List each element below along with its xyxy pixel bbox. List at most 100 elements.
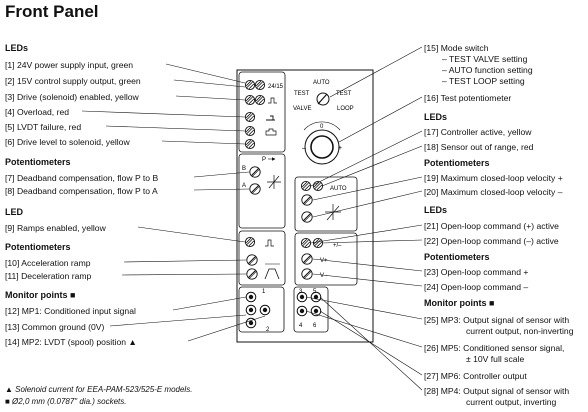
mp-27-label: [27] MP6: Controller output bbox=[424, 371, 527, 381]
mp-26-label-line2: ± 10V full scale bbox=[466, 354, 525, 364]
label-loop: LOOP bbox=[337, 106, 354, 112]
mp1-socket bbox=[245, 291, 257, 303]
pot-24-label: [24] Open-loop command – bbox=[424, 282, 529, 292]
leds-heading: LEDs bbox=[5, 43, 29, 53]
mp-13-label: [13] Common ground (0V) bbox=[5, 322, 105, 332]
led-6-icon bbox=[244, 138, 256, 150]
mp2-socket bbox=[259, 304, 271, 316]
label-mp-5: 5 bbox=[313, 289, 317, 295]
label-test-valve: TEST bbox=[294, 91, 310, 97]
mode-item-test-loop: – TEST LOOP setting bbox=[442, 76, 525, 86]
pot-10-label: [10] Acceleration ramp bbox=[5, 258, 91, 268]
open-loop-block bbox=[294, 232, 358, 286]
potentiometers-heading-2: Potentiometers bbox=[5, 242, 71, 252]
overload-symbol-icon bbox=[266, 115, 275, 121]
led-18-label: [18] Sensor out of range, red bbox=[424, 142, 534, 152]
mp5-socket bbox=[296, 305, 308, 317]
led-6-label: [6] Drive level to solenoid, yellow bbox=[5, 137, 130, 147]
led-2-label: [2] 15V control supply output, green bbox=[5, 76, 141, 86]
led-9-icon bbox=[244, 236, 256, 248]
ramp-symbol-icon bbox=[264, 268, 280, 280]
label-minus: – bbox=[302, 145, 306, 152]
led-2-icon bbox=[254, 79, 266, 91]
label-plus-minus: +/– bbox=[333, 243, 342, 249]
mp-25-label-line2: current output, non-inverting bbox=[466, 326, 574, 336]
pot-7-icon bbox=[249, 166, 261, 178]
monitor-points-heading-left: Monitor points ■ bbox=[5, 290, 76, 300]
led-4-icon bbox=[244, 111, 256, 123]
test-pot-knob bbox=[310, 135, 334, 159]
deadband-symbol-icon bbox=[267, 175, 281, 189]
page-title: Front Panel bbox=[5, 2, 99, 21]
label-mp-1: 1 bbox=[262, 289, 266, 295]
pot-11-label: [11] Deceleration ramp bbox=[5, 271, 92, 281]
ramp-enable-symbol-icon bbox=[265, 239, 274, 247]
led-9-label: [9] Ramps enabled, yellow bbox=[5, 223, 106, 233]
led-17-icon bbox=[300, 180, 312, 192]
footnote-sockets: ■ Ø2,0 mm (0.0787" dia.) sockets. bbox=[5, 397, 127, 406]
mode-item-test-valve: – TEST VALVE setting bbox=[442, 54, 528, 64]
enable-symbol-icon bbox=[268, 97, 277, 104]
leader-lines-right bbox=[305, 46, 423, 391]
deadband-block bbox=[238, 153, 286, 229]
leader-lines-left bbox=[81, 63, 266, 342]
pot-8-label: [8] Deadband compensation, flow P to A bbox=[5, 186, 158, 196]
monitor-points-heading-right: Monitor points ■ bbox=[424, 298, 495, 308]
led-3-label: [3] Drive (solenoid) enabled, yellow bbox=[5, 92, 139, 102]
led-1-icon bbox=[244, 79, 256, 91]
led-4-label: [4] Overload, red bbox=[5, 107, 70, 117]
lvdt-symbol-icon bbox=[265, 128, 277, 136]
leds-heading-right-2: LEDs bbox=[424, 205, 448, 215]
mode-item-auto: – AUTO function setting bbox=[442, 65, 533, 75]
led-5-icon bbox=[244, 125, 256, 137]
label-v-plus: V+ bbox=[320, 258, 328, 264]
leds-heading-right: LEDs bbox=[424, 112, 448, 122]
label-mp-3: 3 bbox=[299, 289, 303, 295]
label-auto: AUTO bbox=[313, 80, 330, 86]
mp-12-label: [12] MP1: Conditioned input signal bbox=[5, 306, 136, 316]
label-auto-2: AUTO bbox=[330, 186, 347, 192]
led-1-label: [1] 24V power supply input, green bbox=[5, 60, 134, 70]
label-test-loop: TEST bbox=[336, 91, 352, 97]
monitor-block-right bbox=[293, 286, 329, 333]
mp-28-label-line2: current output, inverting bbox=[466, 397, 557, 407]
label-a: A bbox=[242, 183, 246, 189]
monitor-block-left bbox=[238, 286, 285, 333]
pot-24-icon bbox=[301, 268, 313, 280]
label-b: B bbox=[242, 166, 246, 172]
velocity-block bbox=[294, 176, 358, 232]
label-valve: VALVE bbox=[293, 106, 311, 112]
label-v-minus: V– bbox=[320, 273, 328, 279]
ramp-block bbox=[238, 230, 286, 286]
led-21-icon bbox=[300, 237, 312, 249]
gnd-socket-1 bbox=[245, 304, 257, 316]
pot-23-label: [23] Open-loop command + bbox=[424, 267, 529, 277]
pot-7-label: [7] Deadband compensation, flow P to B bbox=[5, 173, 159, 183]
led-17-label: [17] Controller active, yellow bbox=[424, 127, 532, 137]
pot-8-icon bbox=[249, 183, 261, 195]
pot-10-icon bbox=[246, 254, 258, 266]
footnote-solenoid: ▲ Solenoid current for EEA-PAM-523/525-E… bbox=[5, 385, 193, 394]
led-5-label: [5] LVDT failure, red bbox=[5, 122, 82, 132]
led-block bbox=[238, 71, 286, 153]
pot-20-icon bbox=[301, 211, 313, 223]
led-22-label: [22] Open-loop command (–) active bbox=[424, 236, 559, 246]
potentiometers-heading-right-2: Potentiometers bbox=[424, 252, 490, 262]
led-22-icon bbox=[312, 237, 324, 249]
led-21-label: [21] Open-loop command (+) active bbox=[424, 221, 559, 231]
label-mp-2: 2 bbox=[266, 327, 270, 333]
pot-23-icon bbox=[301, 253, 313, 265]
label-mp-4: 4 bbox=[299, 323, 303, 329]
label-plus: + bbox=[338, 145, 342, 152]
led-3-icon bbox=[244, 94, 256, 106]
mp-28-label-line1: [28] MP4: Output signal of sensor with bbox=[424, 386, 570, 396]
mp-14-label: [14] MP2: LVDT (spool) position ▲ bbox=[5, 337, 137, 347]
pot-20-label: [20] Maximum closed-loop velocity – bbox=[424, 187, 563, 197]
label-mp-6: 6 bbox=[313, 323, 317, 329]
pot-19-label: [19] Maximum closed-loop velocity + bbox=[424, 173, 563, 183]
led-heading-2: LED bbox=[5, 207, 23, 217]
mode-switch-label: [15] Mode switch bbox=[424, 43, 489, 53]
potentiometers-heading-right: Potentiometers bbox=[424, 158, 490, 168]
led-3b-icon bbox=[254, 94, 266, 106]
